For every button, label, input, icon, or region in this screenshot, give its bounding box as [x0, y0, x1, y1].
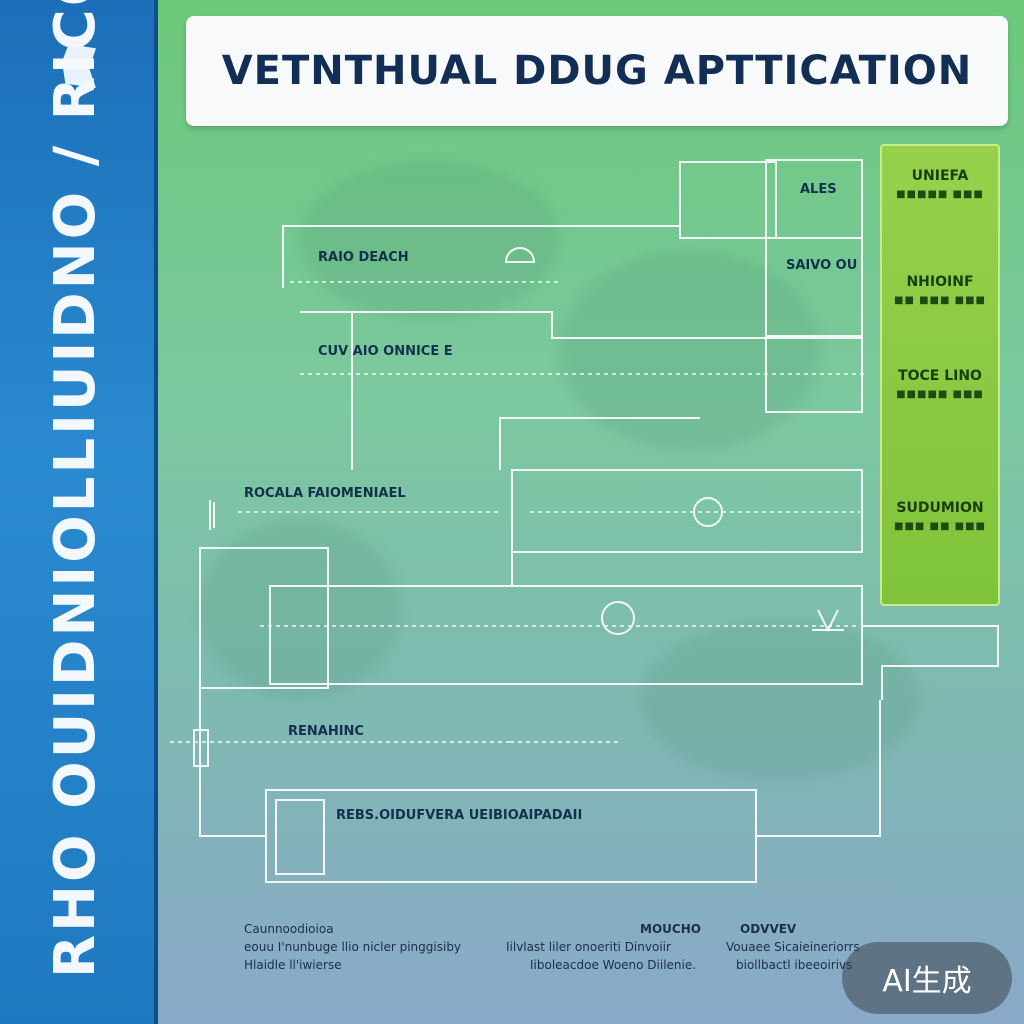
footer-text: Iilvlast liler onoeriti Dinvoiir [506, 940, 671, 954]
footer-text: Hlaidle ll'iwierse [244, 958, 342, 972]
footer-text: Iiboleacdoe Woeno Diilenie. [530, 958, 697, 972]
node-label: RENAHINC [288, 724, 364, 739]
diagram-box [765, 159, 863, 239]
legend-item: UNIEFA ■■■■■ ■■■ [896, 168, 984, 200]
background-map-shape [640, 620, 920, 780]
footer-heading: MOUCHO [640, 922, 701, 936]
footer-heading: ODVVEV [740, 922, 797, 936]
node-label: ROCALA FAIOMENIAEL [244, 486, 406, 501]
footer-text: biollbactl ibeeoirivs [736, 958, 853, 972]
footer-text: Vouaee Sicaieineriorrs [726, 940, 860, 954]
diagram-box [275, 799, 325, 875]
diagram-box [679, 161, 777, 239]
sidebar: RHO OUIDNIOLLIUIDNO / RICORETDOCIVA / ᐱ … [0, 0, 158, 1024]
footer-text: eouu I'nunbuge llio nicler pinggisiby [244, 940, 462, 954]
diagram-box [765, 237, 863, 337]
flask-icon [209, 500, 215, 530]
vial-icon [193, 729, 209, 767]
diagram-box [199, 547, 329, 689]
background-map-shape [300, 160, 560, 320]
legend-item: NHIOINF ■■ ■■■ ■■■ [894, 274, 986, 306]
page-title: VETNTHUAL DDUG APTTICATION [221, 48, 973, 94]
diagram-box [511, 469, 863, 553]
footer-text: Caunnoodioioa [244, 922, 334, 936]
title-card: VETNTHUAL DDUG APTTICATION [186, 16, 1008, 126]
diagram-box [265, 789, 757, 883]
background-map-shape [200, 520, 400, 700]
node-label: CUV AIO ONNICE E [318, 344, 453, 359]
diagram-box [269, 585, 863, 685]
plant-icon [812, 609, 844, 633]
globe-icon [601, 601, 635, 635]
side-legend-panel: UNIEFA ■■■■■ ■■■ NHIOINF ■■ ■■■ ■■■ TOCE… [880, 144, 1000, 606]
background-map-shape [560, 250, 820, 450]
node-label: ALES [800, 182, 837, 197]
node-label: SAIVO OU [786, 258, 858, 273]
node-label: RAIO DEACH [318, 250, 409, 265]
legend-item: SUDUMION ■■■ ■■ ■■■ [894, 500, 986, 532]
cloud-icon [504, 247, 536, 263]
ai-generated-badge: AI生成 [842, 942, 1012, 1014]
diagram-box [765, 337, 863, 413]
legend-item: TOCE LINO ■■■■■ ■■■ [896, 368, 984, 400]
node-label: REBS.OIDUFVERA UEIBIOAIPADAII [336, 808, 583, 823]
gauge-icon [693, 497, 723, 527]
